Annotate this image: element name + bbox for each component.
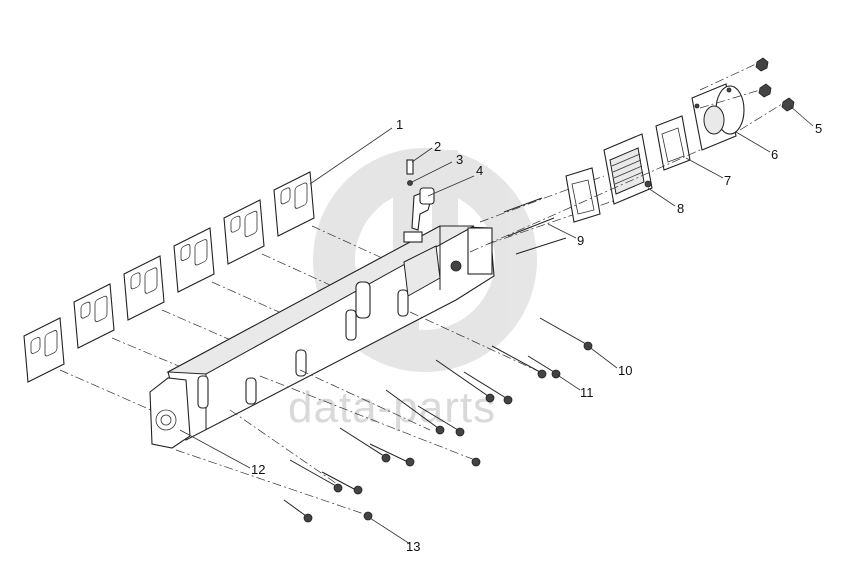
gasket [173, 227, 215, 293]
gasket [223, 199, 265, 265]
outlet-elbow [691, 83, 745, 151]
callout-labels: 1 2 3 4 5 6 7 8 9 10 11 12 13 [251, 117, 822, 554]
callout-number: 13 [406, 539, 420, 554]
callout-number: 6 [771, 147, 778, 162]
callout-number: 12 [251, 462, 265, 477]
leader-lines [179, 105, 814, 545]
nuts [699, 57, 795, 131]
outlet-centerline [469, 149, 701, 253]
callout-number: 10 [618, 363, 632, 378]
sensor-assembly [406, 159, 435, 231]
gasket [123, 255, 165, 321]
flange-gasket [565, 167, 601, 223]
callout-number: 2 [434, 139, 441, 154]
callout-number: 4 [476, 163, 483, 178]
callout-number: 7 [724, 173, 731, 188]
callout-number: 11 [580, 385, 594, 400]
callout-number: 3 [456, 152, 463, 167]
gasket [73, 283, 115, 349]
gasket [23, 317, 65, 383]
callout-number: 5 [815, 121, 822, 136]
gasket [273, 171, 315, 237]
callout-number: 9 [577, 233, 584, 248]
exhaust-manifold [149, 225, 495, 449]
bolts [175, 311, 593, 523]
cooler [603, 133, 653, 205]
callout-number: 1 [396, 117, 403, 132]
callout-number: 8 [677, 201, 684, 216]
gasket-row [23, 171, 315, 383]
watermark-text: data-parts [288, 383, 496, 432]
